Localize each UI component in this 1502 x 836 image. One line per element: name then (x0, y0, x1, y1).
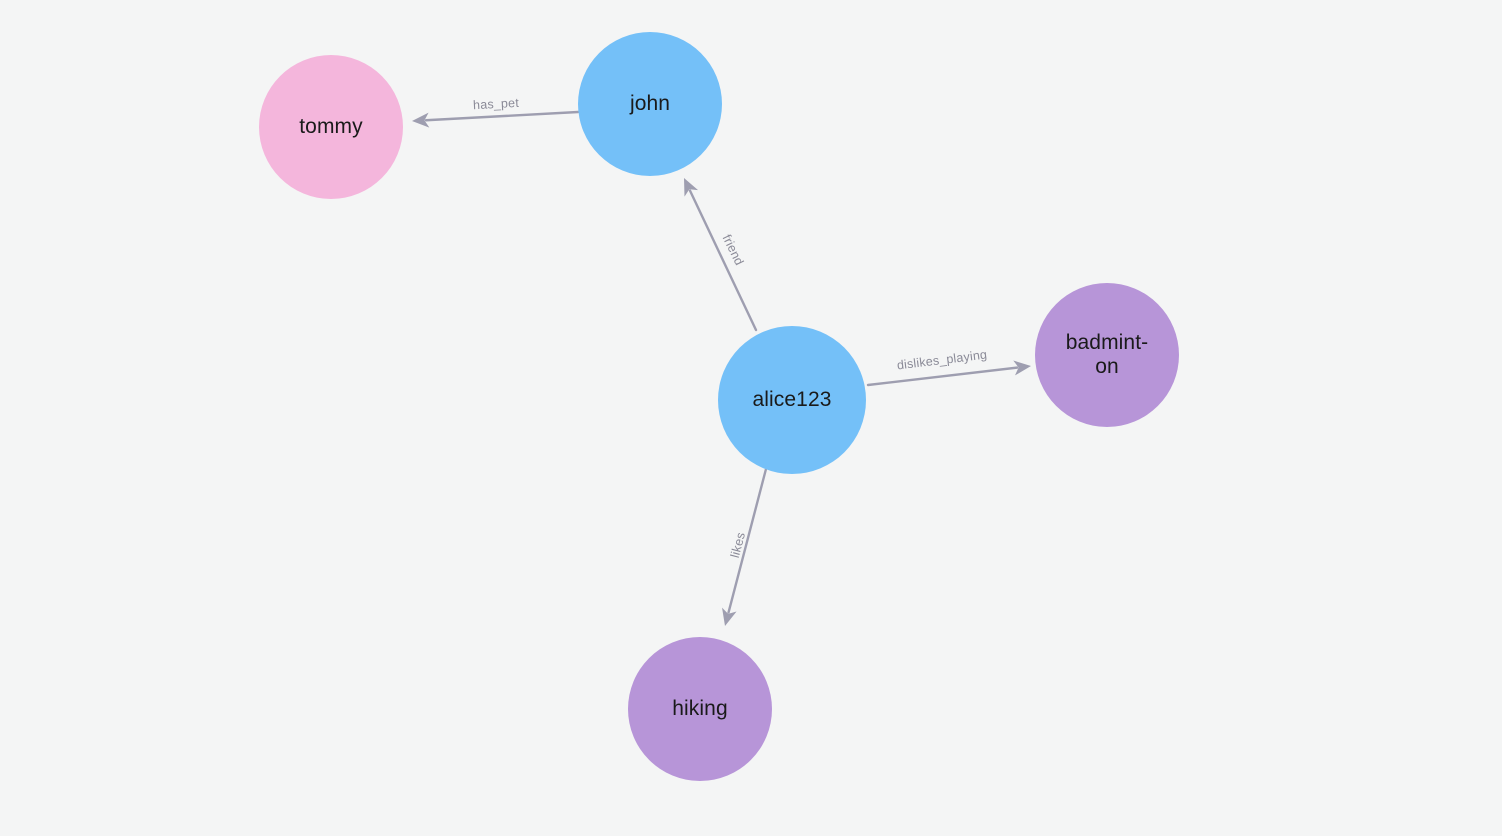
edge-line (727, 467, 768, 614)
graph-edge[interactable] (722, 467, 768, 626)
node-label: john (629, 92, 671, 116)
graph-node-hiking[interactable]: hiking (628, 637, 772, 781)
graph-node-john[interactable]: john (578, 32, 722, 176)
graph-edge[interactable] (412, 110, 580, 128)
edge-label: has_pet (472, 95, 520, 113)
node-label: hiking (672, 697, 728, 721)
edge-arrowhead (412, 112, 430, 128)
graph-node-tommy[interactable]: tommy (259, 55, 403, 199)
graph-edge[interactable] (866, 360, 1031, 387)
edge-arrowhead (1013, 360, 1031, 376)
node-label: alice123 (752, 388, 832, 412)
edge-line (866, 366, 1019, 387)
graph-node-alice123[interactable]: alice123 (718, 326, 866, 474)
edge-arrowhead (684, 178, 699, 197)
graph-node-badminton[interactable]: badmint- on (1035, 283, 1179, 427)
graph-edge[interactable] (684, 178, 758, 332)
node-label: badmint- on (1065, 331, 1149, 378)
node-label: tommy (299, 115, 363, 139)
edge-arrowhead (722, 607, 737, 626)
edge-line (424, 110, 580, 122)
edge-line (688, 189, 758, 332)
